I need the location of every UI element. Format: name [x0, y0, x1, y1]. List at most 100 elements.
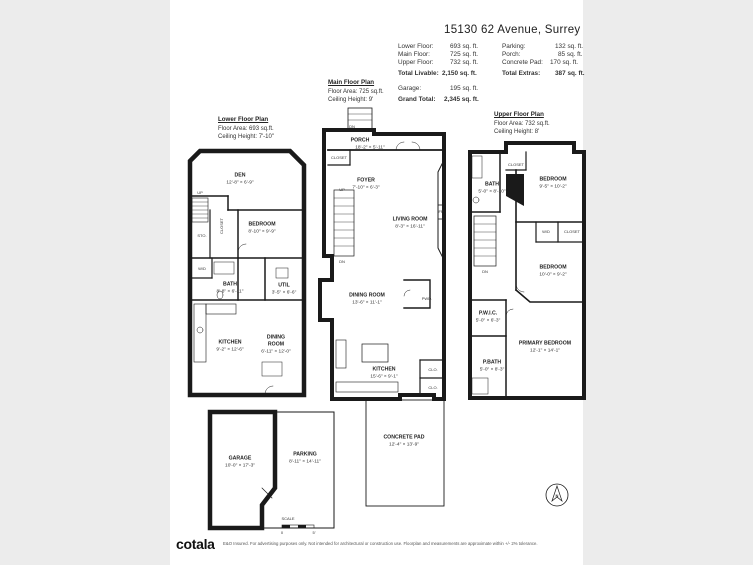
main-stair-up-label: UP: [339, 187, 345, 192]
room-parking-dim: 8'-11" × 14'-11": [289, 458, 321, 464]
stat-lower-value: 693 sq. ft.: [450, 43, 479, 50]
stat-total-livable-value: 2,150 sq. ft.: [442, 70, 477, 77]
room-porch-dim: 18'-2" × 5'-11": [355, 144, 385, 150]
room-den-name: DEN: [235, 172, 246, 178]
stat-lower-label: Lower Floor:: [398, 43, 434, 50]
stat-total-extras-value: 387 sq. ft.: [555, 70, 585, 77]
porch-stair-dn-label: DN: [349, 124, 355, 129]
room-lower-bedroom-dim: 8'-10" × 9'-9": [248, 228, 276, 234]
room-lower-dining-name-2: ROOM: [268, 341, 284, 347]
room-upper-bath-dim: 5'-0" × 8'-10": [478, 188, 506, 194]
room-bedroom2-dim: 9'-5" × 10'-2": [539, 183, 567, 189]
stat-parking-value: 132 sq. ft.: [555, 43, 584, 50]
room-foyer-dim: 7'-10" × 6'-3": [352, 184, 380, 190]
upper-floor-walls: [468, 141, 586, 400]
room-pbath-dim: 5'-0" × 8'-3": [480, 366, 505, 372]
room-garage-dim: 10'-0" × 17'-3": [225, 462, 255, 468]
upper-stair-dn-label: DN: [482, 269, 488, 274]
lower-stair-up-label: UP: [197, 190, 203, 195]
room-main-kitchen-dim: 15'-6" × 9'-1": [370, 373, 398, 379]
main-plan-height: Ceiling Height: 9': [328, 97, 374, 103]
room-concrete-pad-name: CONCRETE PAD: [383, 434, 424, 440]
stat-main-label: Main Floor:: [398, 51, 430, 58]
room-lower-dining-dim: 6'-11" × 12'-0": [261, 348, 291, 354]
room-garage-name: GARAGE: [229, 455, 252, 461]
footer-disclaimer: E&O Insured. For advertising purposes on…: [223, 541, 538, 546]
upper-plan-area: Floor Area: 732 sq.ft.: [494, 121, 550, 127]
scale-start: 0: [281, 530, 284, 535]
room-porch-name: PORCH: [351, 137, 370, 143]
room-util-name: UTIL: [278, 282, 290, 288]
room-util-dim: 3'-5" × 6'-6": [272, 289, 297, 295]
main-plan-area: Floor Area: 725 sq.ft.: [328, 89, 384, 95]
room-parking-name: PARKING: [293, 451, 317, 457]
room-lower-bath-dim: 8'-8" × 6'-11": [217, 288, 244, 294]
room-lower-wd-name: W/D: [198, 266, 206, 271]
room-living-dim: 8'-3" × 16'-11": [395, 223, 425, 229]
stat-grand-total-value: 2,345 sq. ft.: [444, 96, 479, 103]
stat-porch-value: 85 sq. ft.: [558, 51, 583, 58]
room-main-dining-name: DINING ROOM: [349, 292, 385, 298]
stat-main-value: 725 sq. ft.: [450, 51, 479, 58]
room-upper-closet-name: CLOSET: [508, 162, 525, 167]
room-primary-name: PRIMARY BEDROOM: [519, 340, 571, 346]
room-upper-wd-name: W/D: [542, 229, 550, 234]
room-pwd-name: PWD.: [422, 296, 432, 301]
stat-concrete-pad-label: Concrete Pad:: [502, 59, 543, 66]
scale-label: SCALE: [281, 516, 294, 521]
address-title: 15130 62 Avenue, Surrey: [444, 24, 581, 36]
compass-letter: N: [556, 493, 559, 498]
lower-plan-height: Ceiling Height: 7'-10": [218, 134, 274, 140]
stat-garage-value: 195 sq. ft.: [450, 85, 479, 92]
room-pwic-dim: 5'-0" × 6'-3": [476, 317, 501, 323]
scale-end: 5': [313, 530, 316, 535]
room-bedroom2-name: BEDROOM: [539, 176, 566, 182]
room-main-closet-name: CLOSET: [331, 155, 348, 160]
stat-concrete-pad-value: 170 sq. ft.: [550, 59, 579, 66]
stat-upper-value: 732 sq. ft.: [450, 59, 479, 66]
stat-porch-label: Porch:: [502, 51, 521, 58]
upper-stair-void: [506, 174, 524, 206]
concrete-pad-outline: [365, 399, 445, 507]
room-foyer-name: FOYER: [357, 177, 375, 183]
room-fp-name: FP: [438, 209, 443, 214]
garage-parking-walls: [207, 409, 335, 531]
stat-upper-label: Upper Floor:: [398, 59, 434, 66]
room-lower-closet-name: CLOSET: [219, 217, 224, 234]
room-lower-kitchen-name: KITCHEN: [218, 339, 241, 345]
room-upper-bath-name: BATH: [485, 181, 499, 187]
main-plan-title: Main Floor Plan: [328, 79, 375, 86]
room-lower-bath-name: BATH: [223, 281, 237, 287]
room-main-dining-dim: 13'-6" × 11'-1": [352, 299, 382, 305]
room-bedroom3-name: BEDROOM: [539, 264, 566, 270]
compass-rose: [545, 483, 569, 507]
main-stair-dn-label: DN: [339, 259, 345, 264]
room-living-name: LIVING ROOM: [393, 216, 428, 222]
stat-grand-total-label: Grand Total:: [398, 96, 436, 103]
room-concrete-pad-dim: 12'-4" × 13'-9": [389, 441, 419, 447]
room-clo1-name: CLO.: [428, 367, 437, 372]
lower-plan-area: Floor Area: 693 sq.ft.: [218, 126, 274, 132]
lower-floor-walls: [187, 148, 307, 398]
room-lower-kitchen-dim: 9'-2" × 12'-6": [216, 346, 244, 352]
room-upper-closet2-name: CLOSET: [564, 229, 581, 234]
room-clo2-name: CLO.: [428, 385, 437, 390]
room-primary-dim: 12'-1" × 14'-1": [530, 347, 560, 353]
room-pwic-name: P.W.I.C.: [479, 310, 498, 316]
stat-parking-label: Parking:: [502, 43, 526, 50]
room-bedroom3-dim: 10'-0" × 9'-2": [539, 271, 567, 277]
stat-garage-label: Garage:: [398, 85, 422, 92]
main-floor-walls: [318, 107, 446, 401]
floorplan-sheet: [170, 0, 583, 565]
room-lower-dining-name-1: DINING: [267, 334, 285, 340]
room-sto-name: STO.: [197, 233, 206, 238]
upper-plan-height: Ceiling Height: 8': [494, 129, 540, 135]
scale-bar: [281, 524, 315, 529]
room-lower-bedroom-name: BEDROOM: [248, 221, 275, 227]
room-pbath-name: P.BATH: [483, 359, 502, 365]
lower-plan-title: Lower Floor Plan: [218, 116, 269, 123]
upper-plan-title: Upper Floor Plan: [494, 111, 544, 118]
stat-total-livable-label: Total Livable:: [398, 70, 439, 77]
room-main-kitchen-name: KITCHEN: [372, 366, 395, 372]
